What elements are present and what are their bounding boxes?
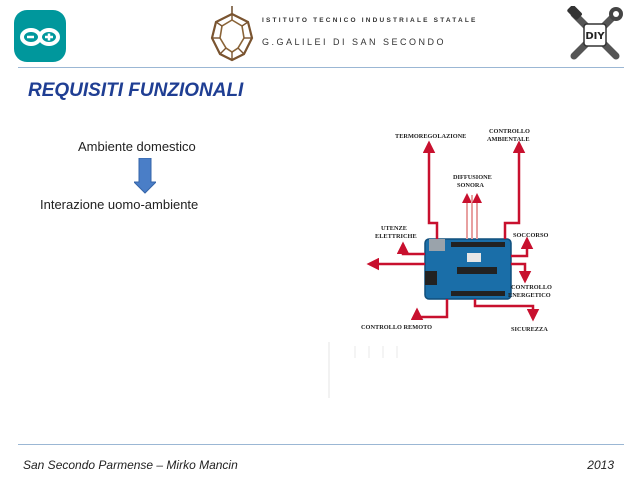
label-controllo-remoto: CONTROLLO REMOTO bbox=[361, 324, 432, 331]
label-controllo-ambientale-1: CONTROLLO bbox=[489, 128, 530, 135]
school-name-line1: ISTITUTO TECNICO INDUSTRIALE STATALE bbox=[262, 17, 478, 24]
flow-top-text: Ambiente domestico bbox=[78, 139, 196, 154]
label-diffusione-2: SONORA bbox=[457, 182, 484, 189]
rhombicuboctahedron-logo-icon bbox=[208, 6, 256, 62]
arrow-utenze bbox=[396, 241, 425, 256]
flow-bottom-text: Interazione uomo-ambiente bbox=[40, 197, 199, 212]
faded-image-artifact bbox=[325, 338, 405, 400]
label-utenze-1: UTENZE bbox=[381, 225, 407, 232]
footer-year: 2013 bbox=[587, 458, 614, 472]
label-energetico-2: ENERGETICO bbox=[508, 292, 551, 299]
arrow-termoregolazione bbox=[422, 140, 439, 239]
footer-author: San Secondo Parmense – Mirko Mancin bbox=[23, 458, 238, 472]
slide-title: REQUISITI FUNZIONALI bbox=[28, 80, 244, 101]
label-termoregolazione: TERMOREGOLAZIONE bbox=[395, 133, 466, 140]
school-name-line2: G.GALILEI DI SAN SECONDO bbox=[262, 37, 447, 47]
arrow-sicurezza bbox=[473, 299, 540, 322]
label-soccorso: SOCCORSO bbox=[513, 232, 548, 239]
label-diffusione-1: DIFFUSIONE bbox=[453, 174, 492, 181]
footer-divider bbox=[18, 444, 624, 445]
arrow-controllo-energetico bbox=[511, 262, 532, 284]
arrow-controllo-ambientale bbox=[503, 140, 526, 239]
label-controllo-ambientale-2: AMBIENTALE bbox=[487, 136, 530, 143]
label-energetico-1: CONTROLLO bbox=[511, 284, 552, 291]
arduino-logo-icon bbox=[12, 8, 68, 64]
diy-tools-icon: DIY bbox=[566, 5, 624, 64]
arrow-soccorso bbox=[511, 236, 534, 258]
down-arrow-icon bbox=[132, 157, 158, 194]
arrow-controllo-remoto bbox=[410, 299, 449, 320]
label-utenze-2: ELETTRICHE bbox=[375, 233, 417, 240]
label-sicurezza: SICUREZZA bbox=[511, 326, 548, 333]
arduino-uno-board-icon bbox=[424, 238, 512, 300]
diy-label: DIY bbox=[585, 31, 605, 42]
functional-requirements-diagram: TERMOREGOLAZIONE CONTROLLO AMBIENTALE DI… bbox=[355, 121, 567, 339]
header-divider bbox=[18, 67, 624, 68]
